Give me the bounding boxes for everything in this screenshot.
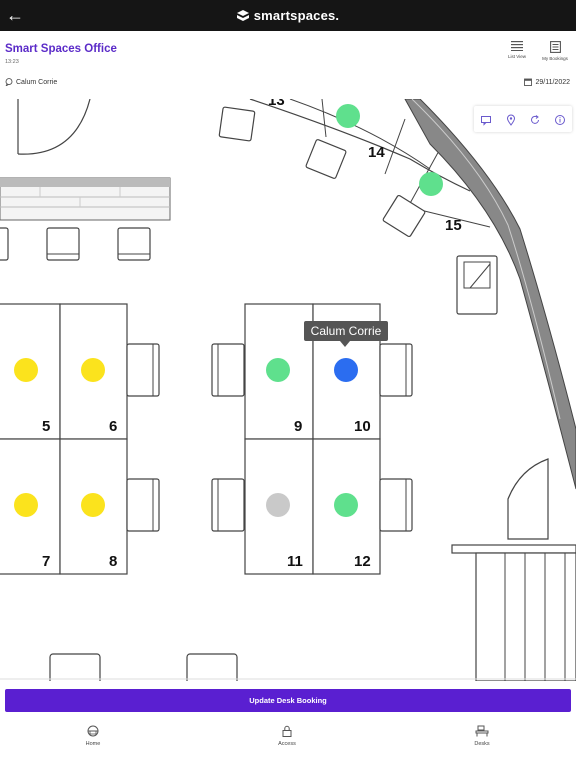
desk-marker-6[interactable] [81, 358, 105, 382]
desk-marker-11[interactable] [266, 493, 290, 517]
nav-desks[interactable]: Desks [452, 725, 512, 747]
floor-map[interactable]: 5 6 7 8 9 10 11 12 13 14 15 [0, 99, 576, 681]
desk-tooltip: Calum Corrie [304, 321, 388, 347]
lock-icon [282, 725, 292, 737]
desk-number-14: 14 [368, 144, 385, 161]
desk-number-15: 15 [445, 217, 462, 234]
brand-mark-icon [236, 9, 249, 21]
footer: Update Desk Booking Home Access Desks [0, 681, 576, 768]
update-desk-booking-button[interactable]: Update Desk Booking [5, 689, 571, 712]
desk-marker-5[interactable] [14, 358, 38, 382]
comment-icon[interactable] [480, 113, 492, 126]
desk-marker-12[interactable] [334, 493, 358, 517]
info-icon[interactable] [554, 113, 566, 125]
back-arrow-icon[interactable]: ← [6, 5, 24, 25]
desk-icon [475, 725, 489, 737]
user-info: Calum Corrie [5, 78, 57, 86]
chat-bubble-icon [5, 78, 13, 86]
desk-marker-14[interactable] [419, 172, 443, 196]
user-name: Calum Corrie [16, 78, 58, 86]
date-value: 29/11/2022 [535, 78, 570, 86]
bookings-icon [549, 41, 561, 53]
desk-marker-9[interactable] [266, 358, 290, 382]
desk-number-11: 11 [287, 553, 303, 570]
desk-marker-10[interactable] [334, 358, 358, 382]
nav-access-label: Access [278, 741, 296, 747]
date-selector[interactable]: 29/11/2022 [524, 78, 570, 86]
desk-number-12: 12 [354, 553, 371, 570]
desk-marker-13[interactable] [336, 104, 360, 128]
desk-marker-8[interactable] [81, 493, 105, 517]
desk-number-5: 5 [42, 418, 50, 435]
my-bookings-label: My Bookings [542, 56, 568, 61]
desk-number-13: 13 [268, 99, 285, 109]
desk-marker-7[interactable] [14, 493, 38, 517]
refresh-icon[interactable] [529, 113, 541, 125]
nav-home[interactable]: Home [63, 725, 123, 747]
desk-number-8: 8 [109, 553, 117, 570]
nav-access[interactable]: Access [257, 725, 317, 747]
desk-number-9: 9 [294, 418, 302, 435]
floor-plan-drawing: 5 6 7 8 9 10 11 12 13 14 15 [0, 99, 576, 681]
list-view-button[interactable]: List View [497, 41, 537, 59]
time-label: 13:23 [5, 59, 19, 65]
page-title: Smart Spaces Office [5, 43, 117, 55]
brand-name: smartspaces. [253, 8, 340, 23]
nav-desks-label: Desks [474, 741, 490, 747]
desk-number-10: 10 [354, 418, 371, 435]
top-bar: ← smartspaces. [0, 0, 576, 31]
home-icon [87, 725, 99, 737]
list-view-label: List View [508, 54, 526, 59]
list-icon [511, 41, 523, 51]
desk-number-6: 6 [109, 418, 117, 435]
brand-logo: smartspaces. [0, 0, 576, 31]
map-controls [474, 106, 572, 132]
desk-number-7: 7 [42, 553, 50, 570]
location-pin-icon[interactable] [505, 113, 517, 126]
nav-home-label: Home [85, 741, 101, 747]
my-bookings-button[interactable]: My Bookings [535, 41, 575, 61]
calendar-icon [524, 78, 533, 86]
header: Smart Spaces Office 13:23 List View My B… [0, 31, 576, 99]
